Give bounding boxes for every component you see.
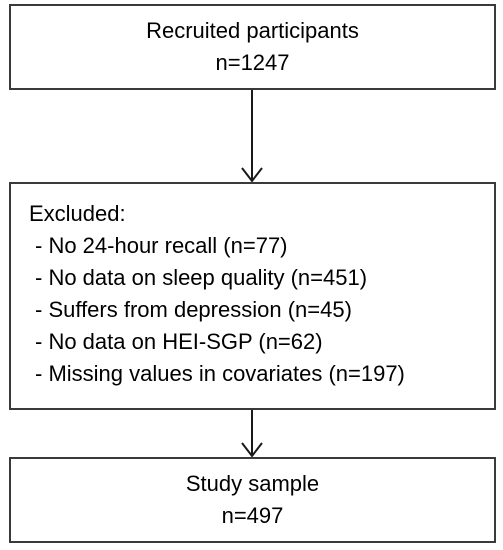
- recruited-participants-box: Recruited participants n=1247: [9, 4, 496, 90]
- study-sample-box: Study sample n=497: [9, 457, 496, 543]
- arrowhead-top-to-excluded: [241, 167, 263, 183]
- excluded-item-missing-covariates: - Missing values in covariates (n=197): [35, 361, 405, 386]
- excluded-item-no-recall: - No 24-hour recall (n=77): [35, 233, 288, 258]
- recruited-participants-count: n=1247: [215, 50, 290, 75]
- study-sample-count: n=497: [221, 503, 284, 528]
- excluded-item-no-sleep-data: - No data on sleep quality (n=451): [35, 265, 368, 290]
- study-sample-title: Study sample: [185, 471, 320, 496]
- excluded-heading: Excluded:: [29, 201, 126, 226]
- arrowhead-excluded-to-bottom: [241, 442, 263, 458]
- excluded-box: Excluded: - No 24-hour recall (n=77) - N…: [9, 182, 496, 410]
- recruited-participants-title: Recruited participants: [146, 18, 359, 43]
- excluded-item-no-hei-sgp: - No data on HEI-SGP (n=62): [35, 329, 323, 354]
- excluded-item-depression: - Suffers from depression (n=45): [35, 297, 352, 322]
